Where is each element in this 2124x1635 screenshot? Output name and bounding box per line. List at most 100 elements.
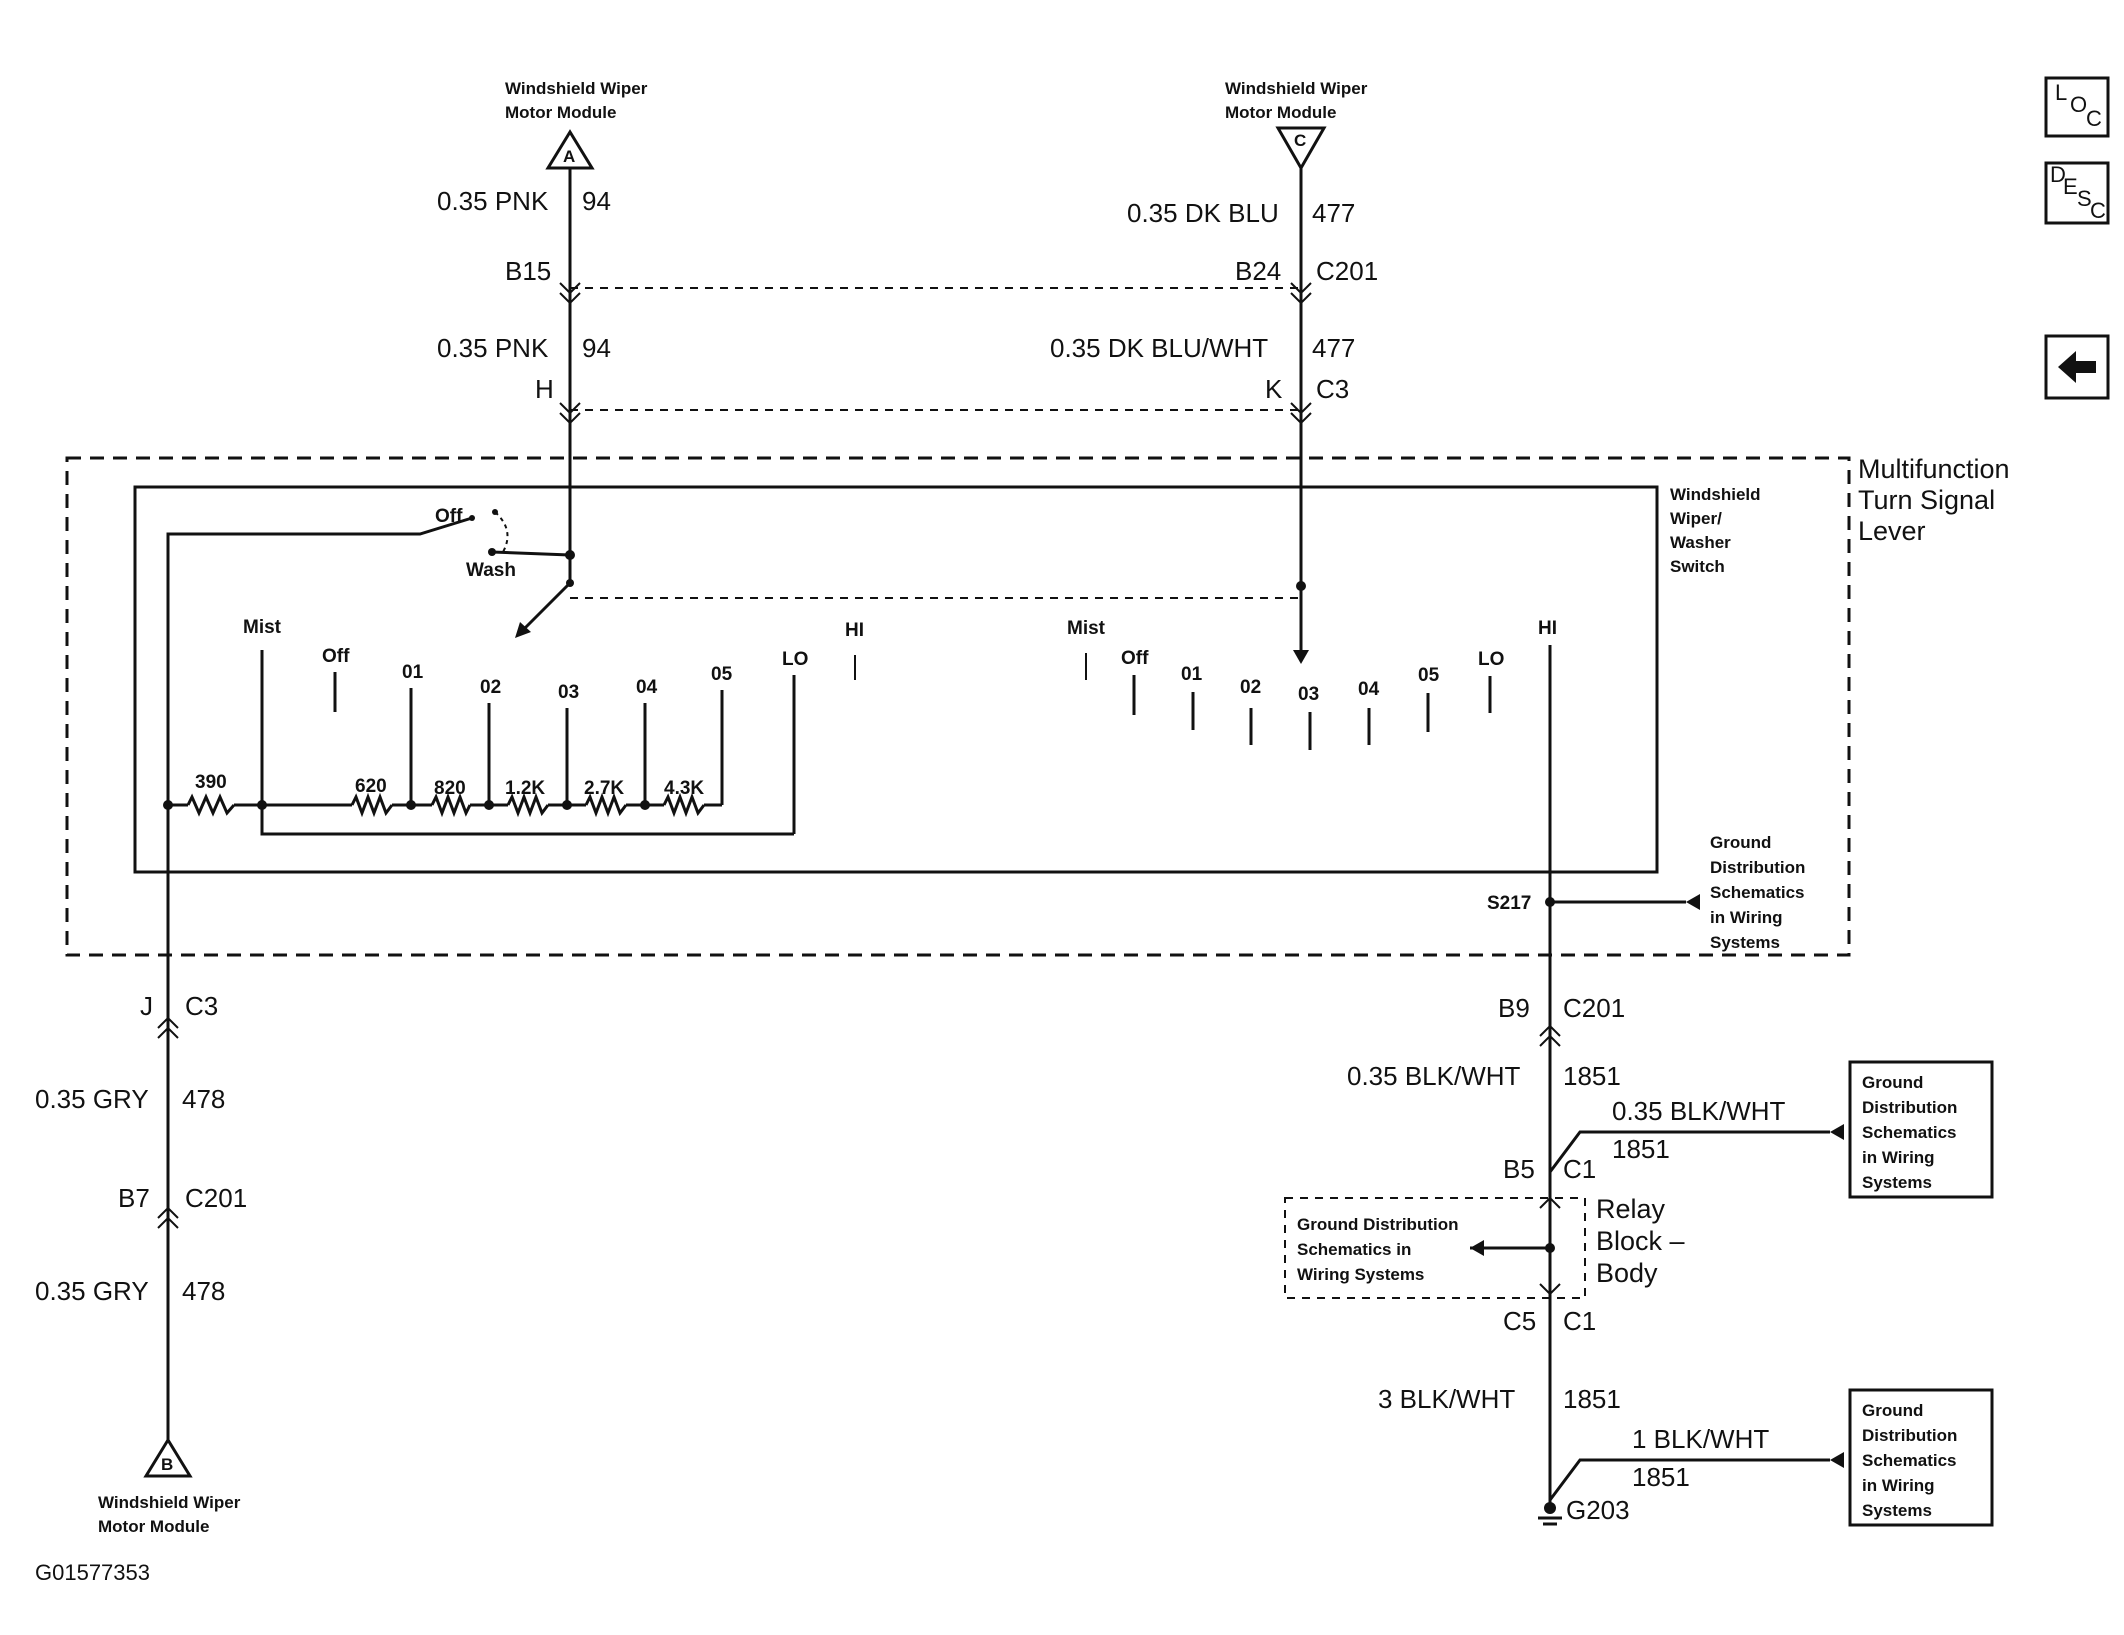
resistor-4-3k-label: 4.3K (664, 778, 704, 799)
conn-c1-b: C1 (1563, 1306, 1596, 1336)
figure-id: G01577353 (35, 1560, 150, 1585)
ground-ref-lever-1: Ground (1710, 833, 1771, 852)
loc-letter-c: C (2086, 106, 2102, 131)
module-c-terminal (1275, 126, 1327, 172)
washer-switch: Off Wash (166, 506, 575, 1150)
wire-blu-bot-label: 0.35 DK BLU/WHT (1050, 333, 1268, 363)
conn-b7: B7 (118, 1183, 150, 1213)
module-a-label2: Motor Module (505, 103, 616, 122)
conn-c1-a: C1 (1563, 1154, 1596, 1184)
desc-letter-d: D (2050, 162, 2066, 187)
pnk-wire: 0.35 PNK 94 B15 0.35 PNK 94 H (437, 168, 611, 555)
relay-block-label-2: Block – (1596, 1226, 1685, 1256)
module-b-label2: Motor Module (98, 1517, 209, 1536)
left-contact-bank: Mist Off 01 02 03 04 05 LO HI (243, 617, 864, 834)
right-pos-lo: LO (1478, 649, 1504, 670)
loc-letter-l: L (2055, 80, 2067, 105)
conn-j: J (140, 991, 153, 1021)
wire-pnk-top-circuit: 94 (582, 186, 611, 216)
wire-gry-bot-label: 0.35 GRY (35, 1276, 149, 1306)
desc-letter-e: E (2063, 174, 2078, 199)
conn-k: K (1265, 374, 1283, 404)
ground-ref-box1-3: Schematics (1862, 1123, 1957, 1142)
relay-ground-ref-3: Wiring Systems (1297, 1265, 1424, 1284)
left-pos-off: Off (322, 646, 350, 667)
module-c-label2: Motor Module (1225, 103, 1336, 122)
motor-module-a: Windshield Wiper Motor Module A (505, 79, 648, 170)
ground-ref-lever-5: Systems (1710, 933, 1780, 952)
loc-letter-o: O (2070, 92, 2087, 117)
relay-block-label-3: Body (1596, 1258, 1658, 1288)
conn-c3-bot: C3 (185, 991, 218, 1021)
ground-ref-lever-3: Schematics (1710, 883, 1805, 902)
lever-label-3: Lever (1858, 516, 1926, 546)
left-pos-03: 03 (558, 682, 579, 703)
motor-module-c: Windshield Wiper Motor Module C (1225, 79, 1368, 172)
wire-blk2-label: 0.35 BLK/WHT (1612, 1096, 1786, 1126)
right-pos-mist: Mist (1067, 618, 1106, 639)
module-a-pin: A (563, 147, 575, 166)
right-pos-05: 05 (1418, 665, 1440, 686)
ground-ref-box2-1: Ground (1862, 1401, 1923, 1420)
resistor-390 (186, 793, 236, 817)
relay-ground-ref-2: Schematics in (1297, 1240, 1411, 1259)
left-pos-hi: HI (845, 620, 864, 641)
wire-gry-bot-circuit: 478 (182, 1276, 225, 1306)
module-a-label1: Windshield Wiper (505, 79, 648, 98)
ground-ref-lever-4: in Wiring (1710, 908, 1783, 927)
desc-button[interactable]: D E S C (2044, 161, 2110, 225)
ground-ref-box1-4: in Wiring (1862, 1148, 1935, 1167)
right-pos-04: 04 (1358, 679, 1380, 700)
wire-blk4-label: 1 BLK/WHT (1632, 1424, 1769, 1454)
wire-blu-top-label: 0.35 DK BLU (1127, 198, 1279, 228)
right-pos-03: 03 (1298, 684, 1319, 705)
switch-label-4: Switch (1670, 557, 1725, 576)
wire-blu-top-circuit: 477 (1312, 198, 1355, 228)
conn-c201-top: C201 (1316, 256, 1378, 286)
blu-wire: 0.35 DK BLU 477 B24 C201 0.35 DK BLU/WHT… (1050, 168, 1378, 664)
resistor-390-label: 390 (195, 772, 227, 793)
ground-g203-label: G203 (1566, 1495, 1630, 1525)
gry-wire: J C3 0.35 GRY 478 B7 C201 0.35 GRY 478 (35, 991, 247, 1440)
desc-letter-c: C (2090, 198, 2106, 223)
loc-button[interactable]: L O C (2044, 76, 2110, 138)
wire-gry-top-circuit: 478 (182, 1084, 225, 1114)
conn-c201-left: C201 (185, 1183, 247, 1213)
ground-ref-box1-1: Ground (1862, 1073, 1923, 1092)
conn-b15: B15 (505, 256, 551, 286)
right-pos-01: 01 (1181, 664, 1203, 685)
left-pos-04: 04 (636, 677, 658, 698)
wire-pnk-bot-circuit: 94 (582, 333, 611, 363)
right-pos-hi: HI (1538, 618, 1557, 639)
lever-label-1: Multifunction (1858, 454, 2010, 484)
conn-b5: B5 (1503, 1154, 1535, 1184)
switch-label-2: Wiper/ (1670, 509, 1722, 528)
left-pos-lo: LO (782, 649, 808, 670)
relay-block-label-1: Relay (1596, 1194, 1666, 1224)
wire-blk1-circuit: 1851 (1563, 1061, 1621, 1091)
washer-off-label: Off (435, 506, 463, 527)
ground-ref-box-2: Ground Distribution Schematics in Wiring… (1848, 1388, 1994, 1527)
wire-blk3-label: 3 BLK/WHT (1378, 1384, 1515, 1414)
resistor-1-2k-label: 1.2K (505, 778, 545, 799)
wire-blk4-circuit: 1851 (1632, 1462, 1690, 1492)
right-pos-02: 02 (1240, 677, 1261, 698)
wire-blk3-circuit: 1851 (1563, 1384, 1621, 1414)
wire-gry-top-label: 0.35 GRY (35, 1084, 149, 1114)
resistor-2-7k (584, 792, 628, 818)
conn-h: H (535, 374, 554, 404)
motor-module-b: B Windshield Wiper Motor Module (98, 1437, 241, 1536)
ground-ref-lever-2: Distribution (1710, 858, 1805, 877)
ground-ref-box2-3: Schematics (1862, 1451, 1957, 1470)
ground-ref-box2-5: Systems (1862, 1501, 1932, 1520)
left-pos-01: 01 (402, 662, 424, 683)
right-contact-bank: Mist Off 01 02 03 04 05 LO HI (1067, 618, 1557, 750)
back-button[interactable] (2044, 334, 2110, 400)
multifunction-lever-box (65, 456, 1851, 957)
switch-label-3: Washer (1670, 533, 1731, 552)
relay-ground-ref-1: Ground Distribution (1297, 1215, 1458, 1234)
module-c-pin: C (1294, 131, 1306, 150)
wire-blk2-circuit: 1851 (1612, 1134, 1670, 1164)
conn-c5: C5 (1503, 1306, 1536, 1336)
ground-g203-symbol (1544, 1502, 1556, 1514)
